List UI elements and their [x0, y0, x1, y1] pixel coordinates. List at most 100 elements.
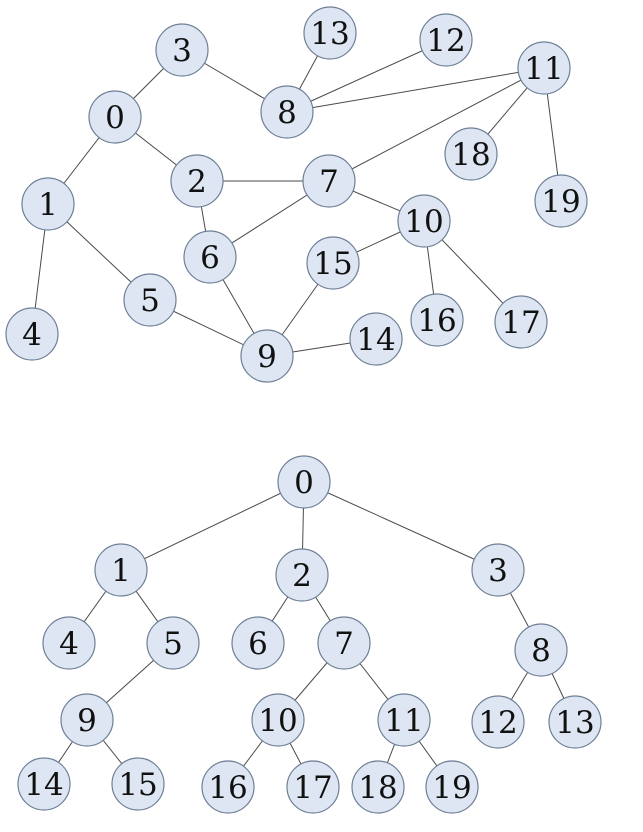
tree-node-7: 7 — [317, 616, 371, 670]
tree-node-label: 18 — [358, 770, 397, 806]
graph-node-18: 18 — [444, 127, 498, 181]
tree-node-circle — [60, 693, 114, 747]
tree-node-13: 13 — [548, 695, 602, 749]
graph-edge-11-7 — [328, 67, 545, 182]
graph-node-3: 3 — [155, 23, 209, 77]
graph-node-label: 2 — [187, 164, 207, 200]
graph-node-label: 12 — [426, 23, 465, 59]
graph-edges — [31, 32, 562, 357]
tree-node-label: 15 — [118, 767, 157, 803]
tree-node-label: 5 — [163, 626, 183, 662]
tree-node-label: 9 — [77, 703, 97, 739]
tree-node-circle — [201, 760, 255, 814]
graph-node-label: 11 — [524, 51, 563, 87]
graph-node-circle — [170, 154, 224, 208]
graph-node-label: 16 — [417, 303, 456, 339]
graph-node-circle — [303, 6, 357, 60]
graph-node-label: 17 — [501, 305, 540, 341]
graph-node-4: 4 — [5, 307, 59, 361]
tree-node-label: 1 — [111, 553, 131, 589]
graph-node-label: 15 — [313, 246, 352, 282]
graph-node-circle — [419, 13, 473, 67]
tree-node-circle — [471, 695, 525, 749]
tree-node-circle — [17, 757, 71, 811]
tree-node-9: 9 — [60, 693, 114, 747]
tree-node-label: 14 — [24, 767, 63, 803]
graph-node-circle — [240, 329, 294, 383]
graph-node-circle — [302, 154, 356, 208]
graph-node-12: 12 — [419, 13, 473, 67]
tree-node-3: 3 — [471, 543, 525, 597]
graph-node-circle — [123, 273, 177, 327]
tree-node-10: 10 — [251, 693, 305, 747]
tree-edge-0-1 — [120, 481, 305, 571]
tree-node-label: 6 — [248, 626, 268, 662]
tree-node-label: 10 — [258, 703, 297, 739]
graph-node-circle — [494, 295, 548, 349]
graph-edge-8-12 — [286, 39, 447, 113]
graph-node-circle — [183, 230, 237, 284]
tree-node-17: 17 — [286, 760, 340, 814]
graph-edge-8-11 — [286, 67, 545, 113]
graph-node-label: 5 — [140, 283, 160, 319]
graph-node-label: 6 — [200, 240, 220, 276]
tree-node-circle — [275, 548, 329, 602]
tree-node-16: 16 — [201, 760, 255, 814]
graph-node-circle — [349, 312, 403, 366]
graph-node-5: 5 — [123, 273, 177, 327]
tree-node-2: 2 — [275, 548, 329, 602]
graph-node-0: 0 — [88, 90, 142, 144]
graph-node-2: 2 — [170, 154, 224, 208]
graph-node-16: 16 — [410, 293, 464, 347]
tree-node-circle — [351, 760, 405, 814]
tree-node-label: 19 — [432, 770, 471, 806]
graph-node-13: 13 — [303, 6, 357, 60]
tree-node-4: 4 — [42, 616, 96, 670]
graph-node-circle — [21, 177, 75, 231]
graph-node-17: 17 — [494, 295, 548, 349]
graph-node-label: 19 — [541, 184, 580, 220]
tree-node-label: 13 — [555, 705, 594, 741]
tree-node-circle — [251, 693, 305, 747]
tree-node-label: 7 — [334, 626, 354, 662]
tree-node-circle — [231, 616, 285, 670]
graph-node-label: 3 — [172, 33, 192, 69]
graph-node-circle — [534, 174, 588, 228]
tree-node-circle — [146, 616, 200, 670]
graph-node-label: 18 — [451, 137, 490, 173]
tree-node-6: 6 — [231, 616, 285, 670]
tree-node-circle — [286, 760, 340, 814]
graph-node-19: 19 — [534, 174, 588, 228]
tree-node-label: 11 — [384, 703, 423, 739]
graph-node-circle — [397, 194, 451, 248]
tree-node-12: 12 — [471, 695, 525, 749]
graph-node-label: 14 — [356, 322, 395, 358]
tree-node-circle — [377, 693, 431, 747]
graph-node-14: 14 — [349, 312, 403, 366]
graph-node-label: 10 — [404, 204, 443, 240]
graph-node-label: 7 — [319, 164, 339, 200]
tree-node-label: 2 — [292, 558, 312, 594]
tree-node-label: 8 — [531, 633, 551, 669]
tree-node-circle — [317, 616, 371, 670]
graph-node-circle — [5, 307, 59, 361]
graph-node-circle — [155, 23, 209, 77]
tree-node-18: 18 — [351, 760, 405, 814]
tree-node-circle — [277, 455, 331, 509]
tree-node-15: 15 — [111, 757, 165, 811]
graph-node-6: 6 — [183, 230, 237, 284]
graph-node-11: 11 — [517, 41, 571, 95]
graph-node-label: 9 — [257, 339, 277, 375]
graph-node-8: 8 — [260, 85, 314, 139]
tree-node-circle — [514, 623, 568, 677]
graph-node-10: 10 — [397, 194, 451, 248]
tree-node-circle — [471, 543, 525, 597]
graph-node-1: 1 — [21, 177, 75, 231]
tree-node-8: 8 — [514, 623, 568, 677]
graph-node-9: 9 — [240, 329, 294, 383]
tree-node-5: 5 — [146, 616, 200, 670]
